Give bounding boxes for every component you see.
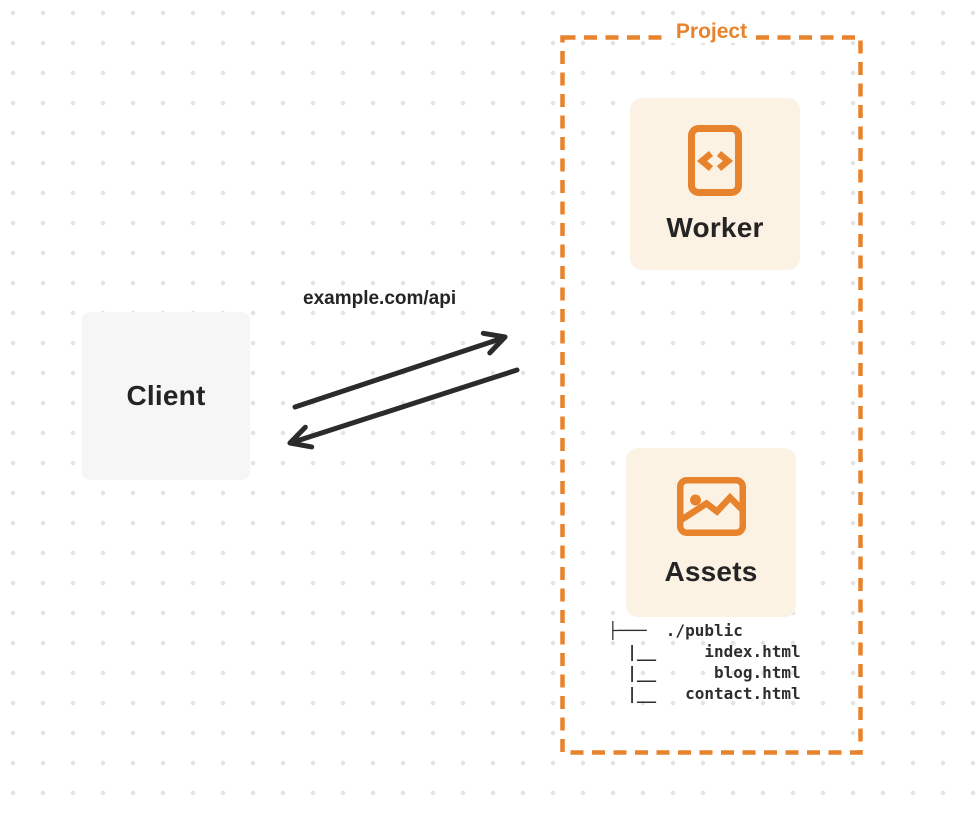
client-node: Client <box>82 312 250 480</box>
project-boundary: Project Worker Assets ├─── ./public |__ … <box>560 20 863 755</box>
worker-label: Worker <box>666 211 764 243</box>
code-file-icon <box>688 124 742 196</box>
request-url-label: example.com/api <box>303 288 457 309</box>
image-icon <box>676 477 746 536</box>
request-arrow <box>292 330 508 410</box>
client-label: Client <box>126 380 206 411</box>
response-arrow <box>287 367 520 450</box>
project-dashed-border <box>560 35 863 755</box>
project-label: Project <box>560 20 863 44</box>
request-response-arrows <box>287 330 520 450</box>
worker-node: Worker <box>630 98 800 270</box>
assets-label: Assets <box>664 556 758 587</box>
assets-file-tree: ├─── ./public |__ index.html |__ blog.ht… <box>608 621 801 703</box>
assets-node: Assets <box>626 448 796 617</box>
